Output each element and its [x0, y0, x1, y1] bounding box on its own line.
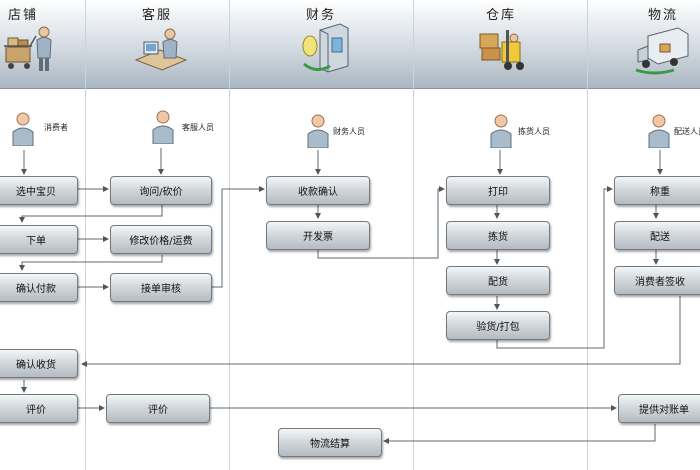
lane-warehouse-header: 仓库: [414, 0, 587, 89]
step-allocate: 配货: [446, 266, 550, 295]
lane-warehouse: 仓库: [414, 0, 588, 470]
picker-person-icon: [490, 114, 512, 148]
lane-logistics: 物流: [588, 0, 700, 470]
finance-person-icon: [307, 114, 329, 148]
step-consumer-sign: 消费者签收: [614, 266, 700, 295]
safe-icon: [302, 23, 349, 73]
lane-store-header: 店铺: [0, 0, 85, 89]
step-review-store: 评价: [0, 394, 78, 423]
step-review-order: 接单审核: [110, 273, 212, 302]
step-inspect-pack: 验货/打包: [446, 311, 550, 340]
lane-logistics-header: 物流: [588, 0, 700, 89]
step-pick: 拣货: [446, 221, 550, 250]
picker-person-label: 拣货人员: [518, 127, 550, 136]
lane-finance: 财务: [230, 0, 414, 470]
step-deliver: 配送: [614, 221, 700, 250]
lane-service-title: 客服: [142, 8, 173, 23]
forklift-icon: [479, 30, 524, 70]
lane-logistics-title: 物流: [648, 8, 679, 23]
lane-service: 客服: [86, 0, 230, 470]
step-issue-invoice: 开发票: [266, 221, 370, 250]
consumer-label: 消费者: [44, 123, 68, 132]
step-select-item: 选中宝贝: [0, 176, 78, 205]
lane-finance-title: 财务: [306, 8, 337, 23]
shopping-cart-icon: [4, 26, 52, 71]
lane-warehouse-title: 仓库: [486, 8, 517, 23]
lane-finance-header: 财务: [230, 0, 413, 89]
lane-store: 店铺: [0, 0, 86, 470]
step-review-service: 评价: [106, 394, 210, 423]
service-person-label: 客服人员: [182, 123, 214, 132]
step-confirm-payment: 确认付款: [0, 273, 78, 302]
step-logistics-settlement: 物流结算: [278, 428, 382, 457]
step-inquiry: 询问/砍价: [110, 176, 212, 205]
step-modify-price: 修改价格/运费: [110, 225, 212, 254]
lane-store-title: 店铺: [8, 8, 39, 23]
computer-desk-icon: [134, 28, 188, 71]
step-print: 打印: [446, 176, 550, 205]
step-receive-payment: 收款确认: [266, 176, 370, 205]
step-confirm-receipt: 确认收货: [0, 349, 78, 378]
step-submit-statement: 提供对账单: [618, 394, 700, 423]
delivery-person-label: 配送人员: [674, 127, 700, 136]
finance-person-label: 财务人员: [333, 127, 365, 136]
step-weigh: 称重: [614, 176, 700, 205]
consumer-person-icon: [12, 112, 34, 146]
delivery-truck-icon: [635, 27, 689, 75]
delivery-person-icon: [648, 114, 670, 148]
lane-service-header: 客服: [86, 0, 229, 89]
service-person-icon: [152, 110, 174, 144]
step-place-order: 下单: [0, 225, 78, 254]
